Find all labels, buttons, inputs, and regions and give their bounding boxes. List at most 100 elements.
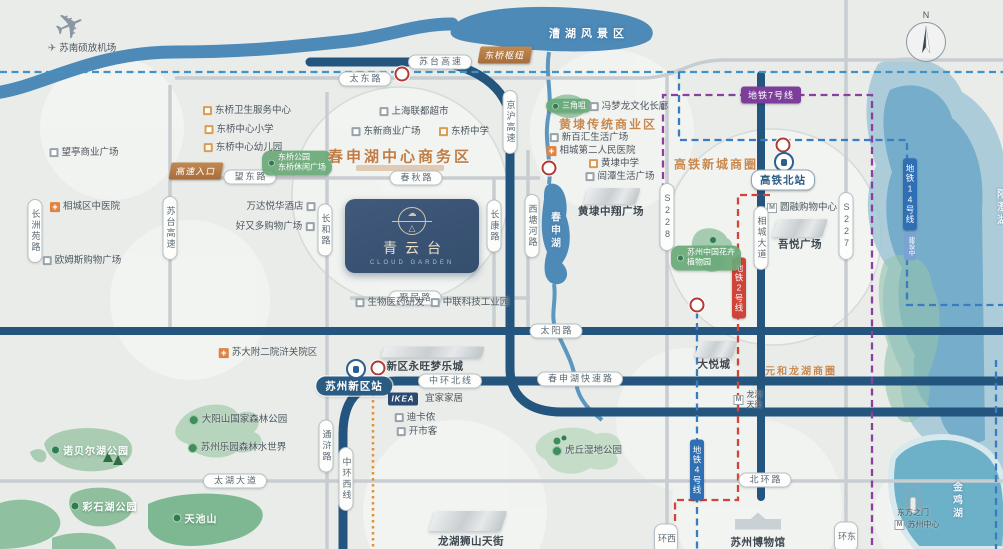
pill-jumin-rd: 聚民路 <box>388 290 442 306</box>
poi-biomed-research-label: 生物医药研发 <box>367 297 425 309</box>
poi-xiangcheng-no2-hospital: 相城第二人民医院 <box>546 145 636 157</box>
tag-metro-line2-label: 地铁2号线 <box>732 257 746 319</box>
poi-dongqiao-middle-school: 东桥中学 <box>438 126 490 138</box>
cloud-garden-logo-icon <box>392 206 432 235</box>
poi-yuanrong-mall-label: 圆融购物中心 <box>779 202 838 214</box>
poi-suzhou-center: 苏州中心 <box>894 520 940 530</box>
tag-expressway-entrance: 高速入口 <box>168 162 224 180</box>
poi-ikea: 宜家家居 <box>425 393 463 405</box>
poi-dongqiao-primary-school: 东桥中心小学 <box>204 124 274 136</box>
mall-icon <box>42 256 52 266</box>
tag-metro-line14: 地铁14号线建设中 <box>903 158 917 260</box>
poi-yuanrong-mall: 圆融购物中心 <box>766 202 838 214</box>
station-suzhou-xinqu: 苏州新区站 <box>316 376 392 396</box>
poi-dongqiao-kindergarten: 东桥中心幼儿园 <box>203 142 283 154</box>
m-icon <box>894 520 905 530</box>
compass-needle-icon <box>922 25 931 54</box>
poi-aeon-dream-mall-label: 新区永旺梦乐城 <box>386 360 464 373</box>
poi-xiangcheng-tcm-hospital: 相城区中医院 <box>49 201 121 213</box>
pill-s228: S228 <box>659 183 675 251</box>
pill-zhonghuan-north: 中环北线 <box>417 373 483 389</box>
triangle-icon <box>409 224 416 233</box>
water-yangcheng-lake: 阳澄湖 <box>994 188 1003 228</box>
poi-longhu-tianjie: 龙湖 天街 <box>733 390 763 410</box>
pill-changkang-rd: 长康路 <box>486 199 502 253</box>
mall-icon <box>305 222 315 232</box>
poi-dongxin-plaza-label: 东新商业广场 <box>363 126 421 138</box>
poi-dongqiao-health-center-label: 东桥卫生服务中心 <box>214 105 292 117</box>
poi-suzhou-amusement-waterworld-label: 苏州乐园森林水世界 <box>200 442 287 454</box>
poi-gate-of-orient-label: 东方之门 <box>897 508 929 517</box>
mall-icon <box>379 107 389 117</box>
poi-dongqiao-middle-school-label: 东桥中学 <box>450 126 490 138</box>
building-joycity <box>694 341 738 357</box>
hosp-icon <box>546 146 557 156</box>
tag-metro-line4: 地铁4号线 <box>690 439 704 501</box>
school-icon <box>588 159 598 169</box>
tree-icon <box>187 443 198 453</box>
poi-haoyouduo-mall: 好又多购物广场 <box>236 221 315 233</box>
poi-ikea-label: 宜家家居 <box>424 393 464 405</box>
poi-suzhou-museum-label: 苏州博物馆 <box>730 536 786 549</box>
gate-of-orient-icon <box>905 486 921 512</box>
building-longhu-shishan <box>428 511 508 531</box>
poi-dongqiao-primary-school-label: 东桥中心小学 <box>216 124 274 136</box>
poi-suda-affiliated-hospital-label: 苏大附二院浒关院区 <box>231 347 318 359</box>
area-yuanhe-longhu-circle: 元和龙湖商圈 <box>765 366 837 378</box>
m-icon <box>766 203 777 213</box>
poi-dongxin-plaza: 东新商业广场 <box>351 126 421 138</box>
mall-icon <box>306 202 316 212</box>
tag-dongqiao-hub: 东桥枢纽 <box>477 46 533 64</box>
tag-metro-line4-label: 地铁4号线 <box>690 439 704 501</box>
airport-plane-icon <box>55 8 85 44</box>
compass: N <box>906 10 946 62</box>
poi-joycity: 大悦城 <box>698 358 731 371</box>
ikea-logo: IKEA <box>388 392 418 406</box>
poi-xinbaihui-plaza-label: 新百汇生活广场 <box>561 132 629 144</box>
poi-xiangcheng-tcm-hospital-label: 相城区中医院 <box>62 201 121 213</box>
poi-xiangcheng-no2-hospital-label: 相城第二人民医院 <box>559 145 636 157</box>
poi-dayangshan-forest-park: 大阳山国家森林公园 <box>188 414 288 426</box>
poi-decathlon: 迪卡侬 <box>394 412 435 424</box>
tag-metro-line14-label: 地铁14号线 <box>903 158 917 231</box>
cbd-subtitle-bar <box>356 165 444 171</box>
pill-xihuan: 西环 <box>654 523 678 549</box>
school-icon <box>204 125 214 135</box>
pill-xitanghe-rd: 西塘河路 <box>524 194 540 258</box>
poi-haoyouduo-mall-label: 好又多购物广场 <box>235 221 303 233</box>
hosp-icon <box>218 348 229 358</box>
pill-xiangcheng-avenue: 相城大道 <box>753 206 769 270</box>
poi-huqiu-wetland-park: 虎丘湿地公园 <box>551 445 622 457</box>
poi-sunan-shuofang-airport-label: 苏南硕放机场 <box>59 43 117 55</box>
water-caohu-scenic-area: 漕湖风景区 <box>549 28 629 40</box>
poi-dayangshan-forest-park-label: 大阳山国家森林公园 <box>201 414 288 426</box>
tree-icon <box>188 415 199 425</box>
plane-icon <box>48 44 56 54</box>
mall-icon <box>355 298 365 308</box>
pill-taihu-avenue: 太湖大道 <box>202 473 268 489</box>
park-tianchishan: 天池山 <box>173 511 218 526</box>
poi-suda-affiliated-hospital: 苏大附二院浒关院区 <box>218 347 318 359</box>
poi-costco: 开市客 <box>396 426 437 438</box>
area-chunshenhu-cbd: 春申湖中心商务区 <box>327 148 473 166</box>
poi-wangting-plaza: 望亭商业广场 <box>49 147 119 159</box>
pill-tonghu-rd: 通浒路 <box>318 419 334 473</box>
metro-roundel-icon-2 <box>541 160 557 176</box>
poi-zhonglian-tech-park: 中联科技工业园 <box>430 297 509 309</box>
park-nobel-lake: 诺贝尔湖公园 <box>51 443 129 458</box>
mall-icon <box>351 127 361 137</box>
suzhou-museum-icon <box>735 512 781 530</box>
poi-xinbaihui-plaza: 新百汇生活广场 <box>549 132 629 144</box>
poi-lvtan-plaza-label: 闾潭生活广场 <box>597 171 655 183</box>
pill-changzhouyuan-rd: 长洲苑路 <box>27 199 43 263</box>
pill-sutai-expwy-v: 苏台高速 <box>162 196 178 260</box>
poi-longhu-tianjie-label: 龙湖 天街 <box>746 390 763 409</box>
poi-dongqiao-kindergarten-label: 东桥中心幼儿园 <box>215 142 283 154</box>
poi-longhu-shishan-tianjie: 龙湖狮山天街 <box>438 535 504 548</box>
poi-oumusi-mall: 欧姆斯购物广场 <box>42 255 121 267</box>
metro-roundel-icon-3 <box>775 137 791 153</box>
poi-sunan-shuofang-airport: 苏南硕放机场 <box>48 43 116 55</box>
pill-wangdong-rd: 望东路 <box>223 169 277 185</box>
poi-fengmenglong-corridor-label: 冯梦龙文化长廊 <box>601 101 669 113</box>
